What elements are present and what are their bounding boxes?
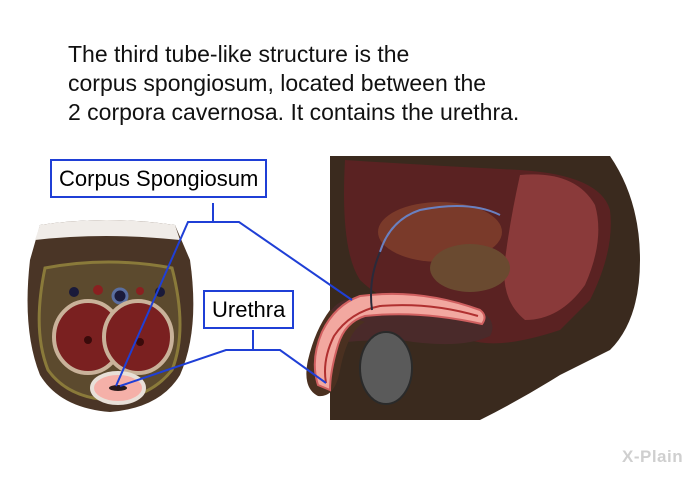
caption-line: The third tube-like structure is the (68, 41, 410, 67)
sagittal-illustration (306, 156, 640, 420)
cross-section-illustration (27, 220, 194, 412)
xplain-logo: X-Plain (622, 447, 684, 466)
caption-line: corpus spongiosum, located between the (68, 70, 487, 96)
caption-text: The third tube-like structure is the cor… (68, 40, 628, 127)
corpus-spongiosum-label: Corpus Spongiosum (50, 159, 268, 198)
caption-line: 2 corpora cavernosa. It contains the ure… (68, 99, 520, 125)
urethra-label: Urethra (203, 290, 295, 329)
